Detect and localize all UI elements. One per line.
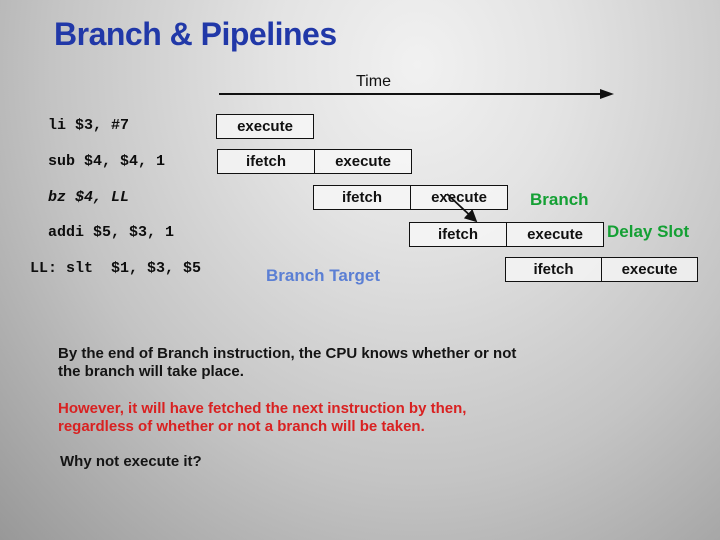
slide-title: Branch & Pipelines <box>54 16 337 52</box>
stage-cell: execute <box>237 118 293 135</box>
instruction-sub: sub $4, $4, 1 <box>48 153 166 170</box>
pipeline-row-5: ifetch execute <box>505 257 698 282</box>
pipeline-row-3: ifetch execute <box>313 185 508 210</box>
stage-cell: ifetch <box>533 261 574 278</box>
note-line: the branch will take place. <box>58 363 244 380</box>
time-axis-arrow-icon <box>219 89 614 99</box>
pipeline-row-2: ifetch execute <box>217 149 412 174</box>
instruction-li: li $3, #7 <box>48 117 130 134</box>
time-axis-label: Time <box>356 73 391 90</box>
note-branch-known: By the end of Branch instruction, the CP… <box>58 345 516 381</box>
note-line: By the end of Branch instruction, the CP… <box>58 345 517 362</box>
delay-slot-annotation: Delay Slot <box>607 222 690 241</box>
stage-cell: ifetch <box>437 226 478 243</box>
pipeline-row-1: execute <box>216 114 314 139</box>
pipeline-row-4: ifetch execute <box>409 222 604 247</box>
stage-cell: execute <box>601 258 697 281</box>
instruction-slt: LL: slt $1, $3, $5 <box>30 260 202 277</box>
stage-cell: execute <box>410 186 507 209</box>
branch-annotation: Branch <box>530 190 589 209</box>
branch-to-delay-arrow-icon <box>446 193 478 223</box>
note-line: regardless of whether or not a branch wi… <box>58 418 425 435</box>
stage-cell: execute <box>314 150 411 173</box>
instruction-bz: bz $4, LL <box>48 189 130 206</box>
question-text: Why not execute it? <box>60 453 202 470</box>
stage-cell: ifetch <box>341 189 382 206</box>
instruction-addi: addi $5, $3, 1 <box>48 224 175 241</box>
note-line: However, it will have fetched the next i… <box>58 400 467 417</box>
branch-target-annotation: Branch Target <box>266 266 380 285</box>
stage-cell: ifetch <box>245 153 286 170</box>
note-fetched-anyway: However, it will have fetched the next i… <box>58 400 466 436</box>
stage-cell: execute <box>506 223 603 246</box>
